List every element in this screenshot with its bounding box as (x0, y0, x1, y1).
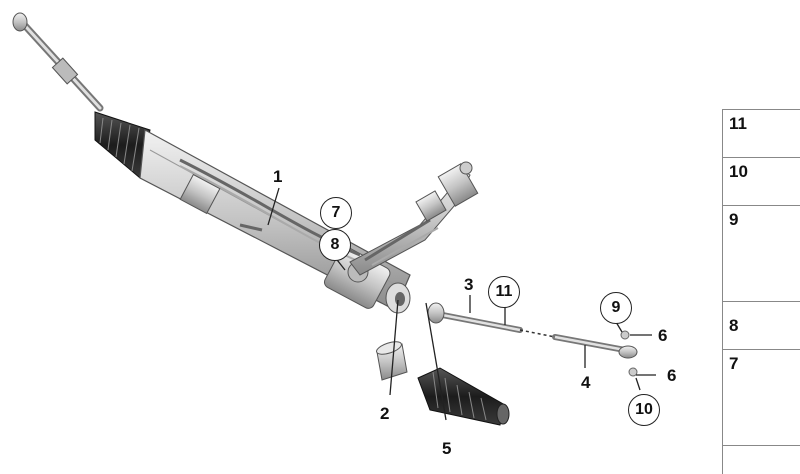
callout-6-lower: 6 (667, 366, 677, 385)
sidebar-label-8: 8 (729, 316, 739, 335)
steering-rack-housing (139, 129, 411, 314)
callout-11: 11 (488, 276, 520, 308)
callout-8: 8 (319, 229, 351, 261)
callout-5: 5 (442, 439, 452, 458)
callout-9: 9 (600, 292, 632, 324)
callout-6-upper: 6 (658, 326, 668, 345)
left-tie-rod (12, 12, 104, 112)
sidebar-cell-9: 9 (722, 205, 800, 303)
callout-1: 1 (273, 167, 283, 186)
sidebar-cell-7: 7 (722, 349, 800, 447)
callout-2: 2 (380, 404, 390, 423)
leader-lines (267, 187, 656, 421)
sidebar-label-9: 9 (729, 210, 739, 229)
outer-tie-rod (552, 330, 638, 377)
right-bellows-boot (417, 367, 510, 426)
sidebar-label-7: 7 (729, 354, 739, 373)
sidebar-cell-10: 10 (722, 157, 800, 207)
callout-10: 10 (628, 394, 660, 426)
callout-7: 7 (320, 197, 352, 229)
sidebar-label-10: 10 (729, 162, 748, 181)
sidebar-cell-footer (722, 445, 800, 474)
callout-4: 4 (581, 373, 591, 392)
sidebar-cell-11: 11 (722, 109, 800, 159)
inner-tie-rod (427, 302, 556, 338)
sidebar-cell-8: 8 (722, 301, 800, 351)
rack-sleeve (376, 341, 408, 381)
pinion-valve-unit (349, 161, 479, 276)
sidebar-label-11: 11 (729, 114, 747, 133)
callout-3: 3 (464, 275, 474, 294)
